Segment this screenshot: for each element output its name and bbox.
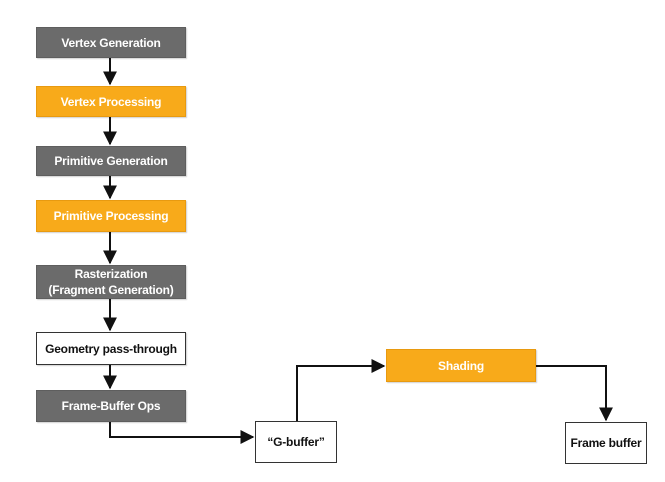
stage-frame-buffer-label: Frame buffer	[570, 436, 642, 450]
stage-frame-buffer-ops-label: Frame-Buffer Ops	[61, 399, 161, 413]
stage-vertex-generation: Vertex Generation	[36, 27, 186, 58]
stage-frame-buffer-ops: Frame-Buffer Ops	[36, 390, 186, 422]
stage-vertex-processing: Vertex Processing	[36, 86, 186, 117]
stage-rasterization: Rasterization (Fragment Generation)	[36, 265, 186, 299]
stage-primitive-generation: Primitive Generation	[36, 146, 186, 176]
stage-rasterization-label-line2: (Fragment Generation)	[48, 283, 174, 297]
stage-primitive-generation-label: Primitive Generation	[54, 154, 168, 168]
stage-frame-buffer: Frame buffer	[565, 422, 647, 464]
stage-primitive-processing: Primitive Processing	[36, 200, 186, 232]
stage-vertex-generation-label: Vertex Generation	[61, 35, 161, 50]
stage-rasterization-label-line1: Rasterization	[74, 267, 148, 281]
stage-shading: Shading	[386, 349, 536, 382]
stage-shading-label: Shading	[438, 358, 484, 373]
edge-frame-buffer-ops-to-g-buffer	[109, 422, 255, 444]
edge-g-buffer-to-shading	[296, 359, 386, 421]
stage-vertex-processing-label: Vertex Processing	[60, 94, 162, 109]
stage-geometry-pass-through: Geometry pass-through	[36, 332, 186, 365]
stage-primitive-processing-label: Primitive Processing	[53, 209, 169, 223]
stage-geometry-pass-through-label: Geometry pass-through	[45, 341, 177, 356]
stage-g-buffer-label: “G-buffer”	[267, 435, 325, 449]
edge-shading-to-frame-buffer	[536, 365, 613, 422]
stage-g-buffer: “G-buffer”	[255, 421, 337, 463]
